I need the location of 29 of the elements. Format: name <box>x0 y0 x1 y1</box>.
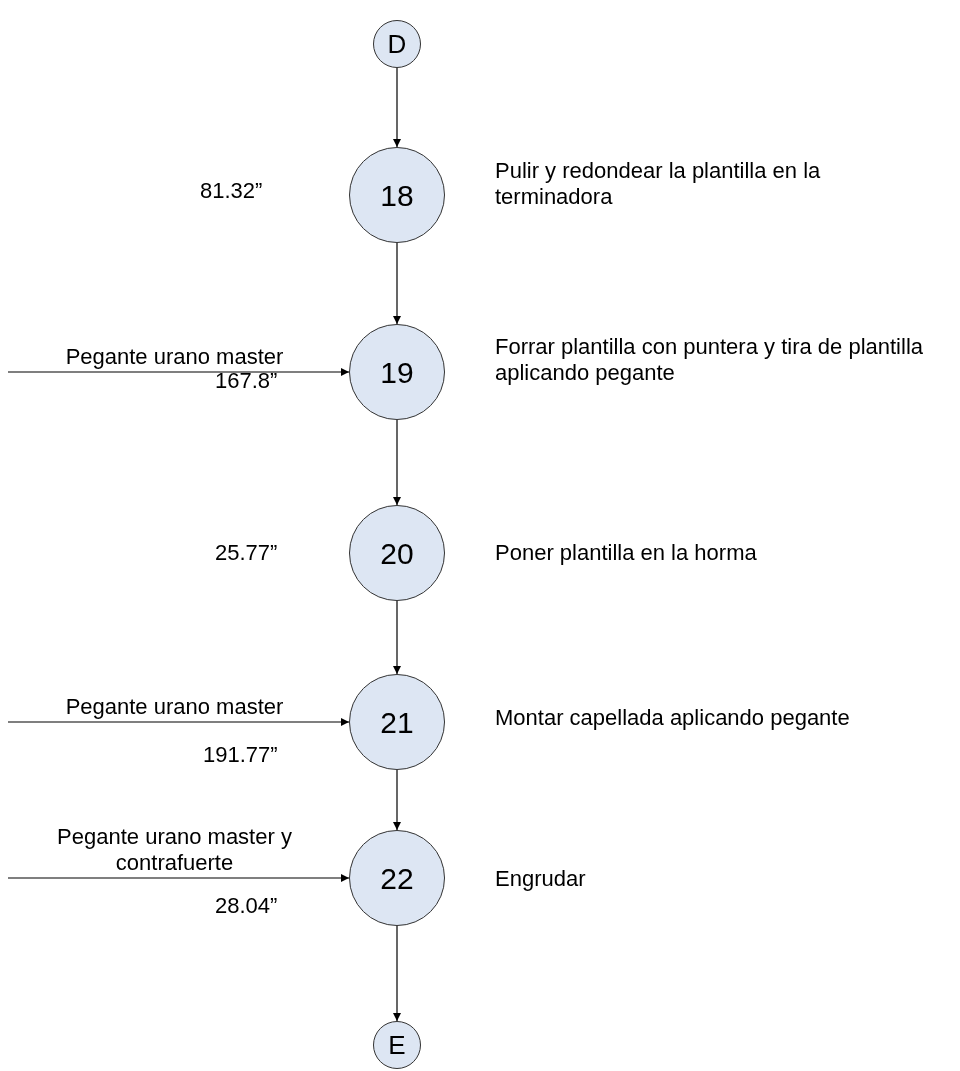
step-description: Pulir y redondear la plantilla en la terminadora <box>495 158 822 210</box>
step-number: 18 <box>380 177 414 214</box>
step-description: Engrudar <box>495 866 587 892</box>
edge-label: Pegante urano master <box>64 694 285 720</box>
edge-label: Pegante urano master <box>64 344 285 370</box>
edge-label: Pegante urano master y contrafuerte <box>56 824 293 876</box>
arrow <box>393 242 401 325</box>
step-number: 22 <box>380 860 414 897</box>
duration-label: 28.04” <box>215 893 279 919</box>
arrow <box>393 419 401 506</box>
arrow <box>393 67 401 148</box>
step-number: 19 <box>380 354 414 391</box>
duration-label: 81.32” <box>200 178 264 204</box>
step-number: E <box>388 1028 406 1062</box>
step-description: Forrar plantilla con puntera y tira de plantilla aplicando pegante <box>495 334 924 386</box>
arrow <box>393 925 401 1022</box>
arrow <box>7 874 350 882</box>
step-number: 20 <box>380 535 414 572</box>
arrow <box>393 600 401 675</box>
step-number: D <box>387 27 407 61</box>
arrow <box>7 368 350 376</box>
duration-label: 25.77” <box>215 540 279 566</box>
duration-label: 167.8” <box>215 368 279 394</box>
step-description: Poner plantilla en la horma <box>495 540 758 566</box>
arrow <box>393 769 401 831</box>
step-description: Montar capellada aplicando pegante <box>495 705 851 731</box>
step-number: 21 <box>380 704 414 741</box>
arrow <box>7 718 350 726</box>
duration-label: 191.77” <box>203 742 279 768</box>
